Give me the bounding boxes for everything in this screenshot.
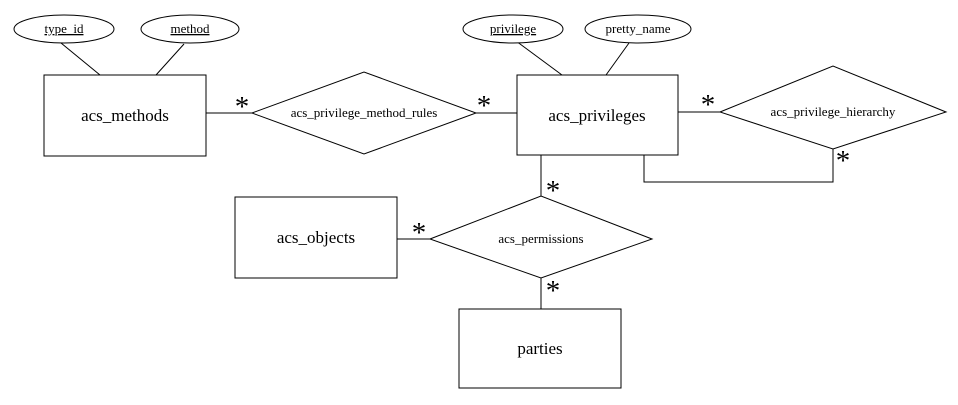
cardinality-hierarchy-left-side: * <box>701 89 716 121</box>
attribute-method-label: method <box>171 21 210 36</box>
attribute-method-ellipse <box>140 14 240 44</box>
attribute-privilege-ellipse <box>462 14 564 44</box>
connector-type-id-to-acs-methods <box>60 42 101 76</box>
relationship-acs-permissions-label: acs_permissions <box>498 231 583 246</box>
entity-acs-methods-label: acs_methods <box>81 106 169 125</box>
attribute-pretty-name-ellipse <box>584 14 692 44</box>
cardinality-method-rules-privileges-side: * <box>477 90 492 122</box>
connector-privilege-to-acs-privileges <box>515 40 563 76</box>
cardinality-permissions-objects-side: * <box>412 217 427 249</box>
entity-parties-box <box>458 308 622 389</box>
cardinality-permissions-parties-side: * <box>546 275 561 307</box>
entity-acs-privileges-box <box>516 74 679 156</box>
attribute-type-id-label: type_id <box>45 21 84 36</box>
relationship-acs-privilege-method-rules-diamond <box>250 71 478 155</box>
entity-acs-privileges-label: acs_privileges <box>548 106 645 125</box>
connector-method-to-acs-methods <box>155 43 185 76</box>
entity-acs-methods-box <box>43 74 207 157</box>
attribute-pretty-name-label: pretty_name <box>606 21 671 36</box>
cardinality-method-rules-methods-side: * <box>235 91 250 123</box>
attribute-privilege-label: privilege <box>490 21 536 36</box>
cardinality-hierarchy-bottom-side: * <box>836 145 851 177</box>
cardinality-permissions-privileges-side: * <box>546 175 561 207</box>
attribute-type-id-ellipse <box>13 14 115 44</box>
relationship-acs-privilege-hierarchy-label: acs_privilege_hierarchy <box>771 104 896 119</box>
relationship-acs-permissions-diamond <box>428 195 654 279</box>
connector-hierarchy-recursive-loop <box>643 149 834 183</box>
entity-acs-objects-box <box>234 196 398 279</box>
connector-pretty-name-to-acs-privileges <box>605 42 630 76</box>
entity-acs-objects-label: acs_objects <box>277 228 355 247</box>
relationship-acs-privilege-method-rules-label: acs_privilege_method_rules <box>291 105 438 120</box>
entity-parties-label: parties <box>517 339 562 358</box>
relationship-acs-privilege-hierarchy-diamond <box>718 65 948 150</box>
